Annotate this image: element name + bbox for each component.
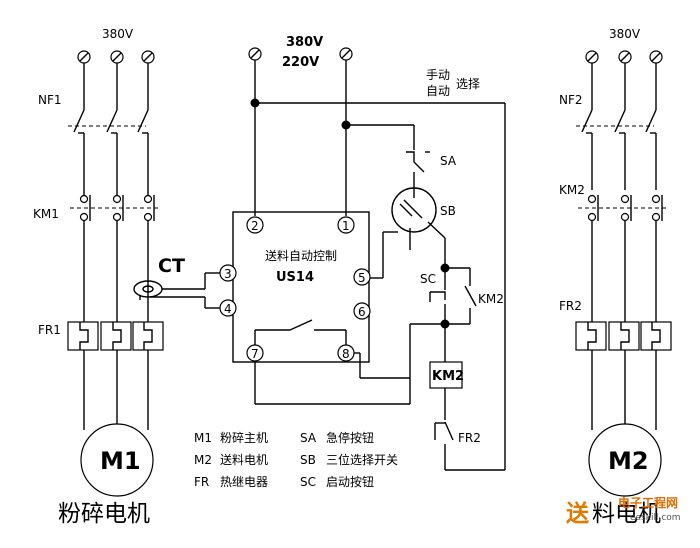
km1-label: KM1: [33, 207, 59, 221]
sb-label: SB: [440, 204, 456, 218]
fr1-relay: [67, 321, 164, 430]
sb-selector-switch: [391, 187, 446, 240]
nf2-breaker: [576, 63, 657, 190]
m1-caption: 粉碎电机: [58, 501, 150, 527]
m2-circuit: 380V NF2 KM2: [559, 27, 672, 527]
terminal-2: 2: [251, 219, 259, 233]
km2-contact-label: KM2: [478, 292, 504, 306]
ct-label: CT: [158, 255, 185, 277]
legend-code2-2: SB: [300, 453, 316, 467]
legend-desc2-1: 急停按钮: [326, 430, 374, 445]
km2-contactor: [578, 194, 668, 322]
fr2-contact: [434, 421, 454, 470]
terminal-7: 7: [251, 347, 259, 361]
km1-contactor: [70, 190, 160, 322]
controller-title: 送料自动控制: [265, 248, 337, 263]
m1-motor: M1: [80, 423, 154, 497]
m2-motor: M2: [588, 423, 662, 497]
controller-model: US14: [276, 270, 314, 285]
legend-desc-3: 热继电器: [220, 475, 268, 489]
control-voltage-2: 220V: [282, 55, 319, 70]
fr2-relay: [575, 321, 672, 430]
m2-label: M2: [608, 447, 649, 475]
legend-desc-1: 粉碎主机: [220, 430, 268, 445]
km2-label: KM2: [559, 183, 585, 197]
terminal-8: 8: [342, 347, 350, 361]
fr1-label: FR1: [38, 323, 61, 337]
m2-supply-terminals: [585, 50, 663, 64]
km2-coil: KM2: [429, 361, 464, 420]
m1-circuit: 380V NF1 KM1: [33, 27, 185, 527]
terminal-4: 4: [224, 302, 232, 316]
legend-code2-1: SA: [300, 431, 317, 445]
terminal-5: 5: [358, 271, 366, 285]
watermark-sub: eeskill.com: [630, 513, 681, 523]
nf1-label: NF1: [38, 93, 62, 107]
terminal-3: 3: [224, 267, 232, 281]
select-label: 选择: [456, 77, 480, 91]
control-circuit: 380V 220V 手动 自动 选择 SA: [139, 35, 506, 471]
sc-label: SC: [420, 272, 436, 286]
legend-desc-2: 送料电机: [220, 452, 268, 467]
control-voltage-1: 380V: [286, 35, 323, 50]
m1-supply-terminals: [77, 50, 155, 64]
nf1-breaker: [68, 63, 149, 190]
km2-holding-contact: [464, 268, 477, 324]
m2-caption-2: 料电机: [592, 501, 661, 527]
m2-caption-1: 送: [566, 500, 589, 527]
legend-code2-3: SC: [300, 475, 316, 489]
sa-label: SA: [440, 154, 457, 168]
legend-desc2-3: 启动按钮: [326, 474, 374, 489]
legend-desc2-2: 三位选择开关: [326, 452, 398, 467]
legend-code-3: FR: [194, 475, 209, 489]
terminal-1: 1: [342, 219, 350, 233]
m1-supply-voltage: 380V: [102, 27, 134, 41]
m2-supply-voltage: 380V: [609, 27, 641, 41]
sa-emergency-stop: [406, 125, 430, 188]
legend: M1 粉碎主机 SA 急停按钮 M2 送料电机 SB 三位选择开关 FR 热继电…: [194, 430, 398, 489]
km2-coil-label: KM2: [432, 369, 464, 384]
manual-label: 手动: [426, 68, 450, 82]
terminal-6: 6: [358, 305, 366, 319]
nf2-label: NF2: [559, 93, 583, 107]
auto-label: 自动: [426, 84, 450, 98]
m1-label: M1: [100, 447, 141, 475]
watermark: 电子工程网 eeskill.com: [618, 495, 681, 523]
controller-us14: 送料自动控制 US14 2 1 3 4 5 6 7 8: [219, 211, 371, 363]
legend-code-2: M2: [194, 453, 212, 467]
fr2-label: FR2: [559, 299, 582, 313]
legend-code-1: M1: [194, 431, 212, 445]
watermark-main: 电子工程网: [618, 495, 678, 510]
fr2-contact-label: FR2: [458, 431, 481, 445]
